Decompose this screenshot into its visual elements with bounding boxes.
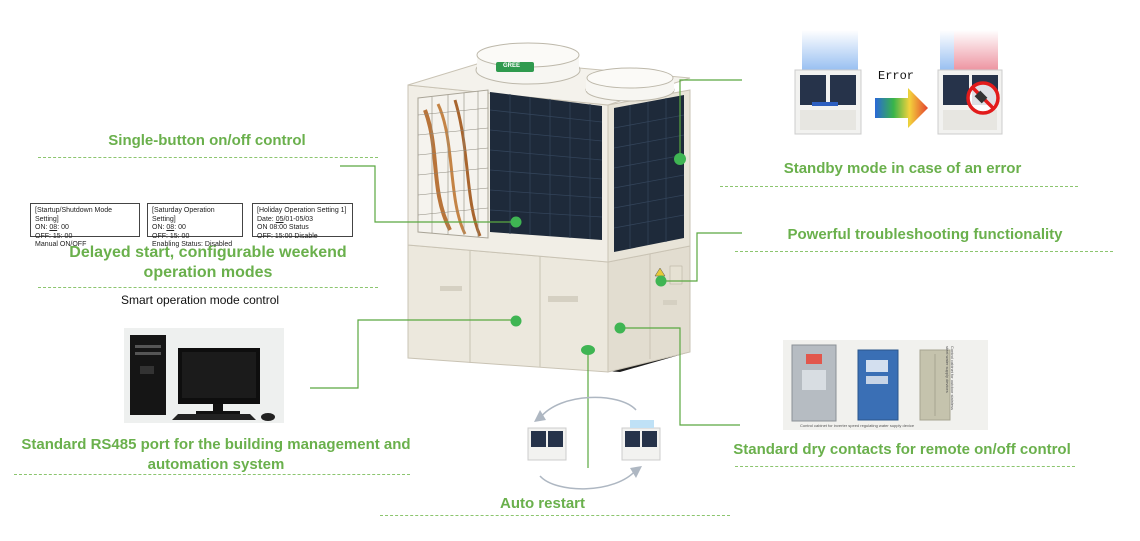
divider-rs485 bbox=[14, 474, 410, 475]
unit-brand-text: GREE bbox=[503, 63, 521, 69]
settings-box-line3: OFF: 15:00 Disable bbox=[257, 232, 318, 240]
heat-pump-unit bbox=[407, 42, 691, 373]
connector-troubleshooting bbox=[661, 232, 742, 282]
dot-troubleshooting bbox=[655, 275, 667, 287]
dot-standby bbox=[674, 153, 686, 165]
feature-auto-restart: Auto restart bbox=[499, 495, 585, 512]
transition-arrow-icon bbox=[875, 88, 928, 128]
dot-auto-restart bbox=[581, 345, 595, 355]
feature-troubleshooting: Powerful troubleshooting functionality bbox=[787, 226, 1063, 243]
dot-single-button bbox=[510, 216, 522, 228]
divider-auto-restart bbox=[380, 515, 730, 516]
divider-delayed-start bbox=[38, 287, 378, 288]
settings-box-line2: ON 08:00 Status bbox=[257, 224, 309, 231]
divider-dry-contacts bbox=[735, 466, 1075, 467]
settings-box-line1: ON: 08: 00 bbox=[152, 224, 186, 231]
feature-rs485-line1: Standard RS485 port for the building man… bbox=[21, 436, 411, 453]
control-cabinets-illustration bbox=[783, 340, 988, 430]
auto-restart-illustration bbox=[527, 396, 661, 490]
error-label: Error bbox=[878, 69, 915, 83]
feature-delayed-start: Delayed start, configurable weekend oper… bbox=[38, 243, 378, 283]
settings-box-line3: Manual ON/OFF bbox=[35, 241, 87, 248]
connector-single-button bbox=[340, 165, 516, 223]
settings-box-line2: OFF: 15: 00 bbox=[35, 232, 73, 240]
prohibited-icon bbox=[966, 81, 1000, 115]
settings-box-title: [Startup/Shutdown Mode Setting] bbox=[35, 207, 113, 223]
callout-dots bbox=[510, 153, 686, 355]
connector-dry-contacts bbox=[620, 327, 740, 426]
feature-single-button: Single-button on/off control bbox=[108, 132, 306, 149]
settings-box-line1: ON: 08: 00 bbox=[35, 224, 69, 231]
feature-standby: Standby mode in case of an error bbox=[783, 160, 1022, 177]
settings-box-line2: OFF: 15: 00 bbox=[152, 232, 190, 240]
cabinet-caption-right: Control cabinet for outdoor stainless st… bbox=[945, 346, 955, 411]
connector-lines bbox=[310, 79, 742, 468]
mouse bbox=[261, 413, 275, 421]
dot-rs485 bbox=[510, 315, 522, 327]
feature-rs485-line2: automation system bbox=[147, 456, 285, 473]
standby-illustration bbox=[794, 30, 1003, 135]
dot-dry-contacts bbox=[614, 322, 626, 334]
settings-box-title: [Saturday Operation Setting] bbox=[152, 207, 215, 223]
settings-box-startup: [Startup/Shutdown Mode Setting] ON: 08: … bbox=[30, 203, 140, 248]
keyboard bbox=[172, 414, 256, 420]
pc-tower bbox=[130, 335, 166, 415]
brand-badge bbox=[496, 62, 534, 72]
connector-standby bbox=[679, 79, 742, 110]
smart-mode-caption: Smart operation mode control bbox=[121, 293, 280, 307]
settings-box-holiday: [Holiday Operation Setting 1] Date: 05/0… bbox=[252, 203, 353, 240]
divider-standby bbox=[720, 186, 1078, 187]
feature-delayed-start-line1: Delayed start, configurable weekend bbox=[69, 244, 347, 261]
cabinet-caption-left: Control cabinet for inverter speed regul… bbox=[800, 423, 915, 428]
settings-box-saturday: [Saturday Operation Setting] ON: 08: 00 … bbox=[147, 203, 243, 248]
feature-rs485: Standard RS485 port for the building man… bbox=[0, 435, 432, 475]
settings-box-title: [Holiday Operation Setting 1] bbox=[257, 207, 347, 214]
computer-illustration bbox=[124, 328, 284, 423]
settings-box-line1: Date: 05/01-05/03 bbox=[257, 215, 314, 223]
divider-single-button bbox=[38, 157, 378, 158]
feature-dry-contacts: Standard dry contacts for remote on/off … bbox=[733, 441, 1071, 458]
feature-delayed-start-line2: operation modes bbox=[143, 264, 273, 281]
settings-box-line3: Enabling Status: Disabled bbox=[152, 241, 233, 248]
divider-troubleshooting bbox=[735, 251, 1113, 252]
connector-rs485 bbox=[310, 319, 516, 389]
